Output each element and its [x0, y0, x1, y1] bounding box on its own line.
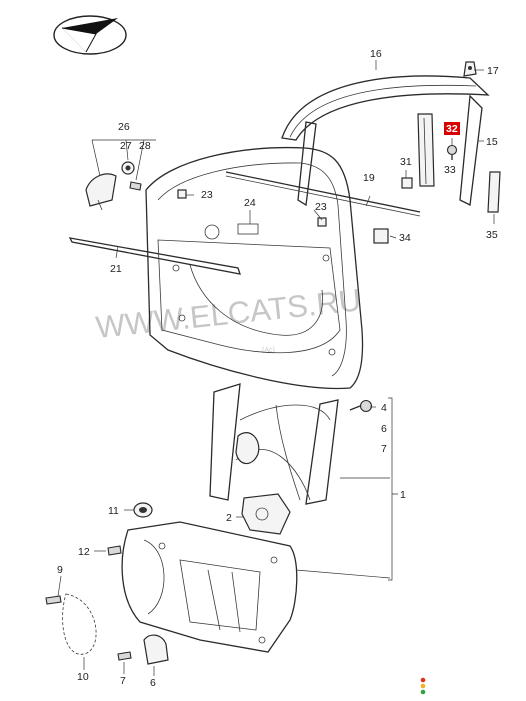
part-6-bracket[interactable]: [143, 634, 169, 665]
callout-9[interactable]: 9: [57, 564, 63, 576]
part-15-window-frame[interactable]: [297, 94, 483, 207]
folded-arrow-emblem-icon: [53, 15, 127, 55]
callout-1[interactable]: 1: [400, 489, 406, 501]
callout-6-right[interactable]: 6: [381, 423, 387, 435]
callout-26[interactable]: 26: [118, 121, 130, 133]
callout-15[interactable]: 15: [486, 136, 498, 148]
door-shell[interactable]: [145, 146, 364, 390]
part-26-mirror-trim[interactable]: [85, 173, 117, 211]
part-21-belt-seal[interactable]: [68, 237, 241, 275]
watermark-sub: (Ac): [262, 347, 275, 354]
traffic-light-green: [420, 689, 426, 695]
part-32-guide-channel[interactable]: [417, 113, 435, 187]
part-19-rail[interactable]: [225, 171, 421, 217]
part-11-grommet[interactable]: [133, 502, 153, 518]
callout-21[interactable]: 21: [110, 263, 122, 275]
part-23-clip-right[interactable]: [317, 217, 327, 227]
traffic-light-indicator: [420, 677, 426, 695]
callout-28[interactable]: 28: [139, 140, 151, 152]
part-34-block[interactable]: [373, 228, 389, 244]
callout-27[interactable]: 27: [120, 140, 132, 152]
callout-31[interactable]: 31: [400, 156, 412, 168]
callout-23-left[interactable]: 23: [201, 189, 213, 201]
part-31-clip[interactable]: [401, 177, 413, 189]
part-7-bolt[interactable]: [117, 651, 132, 661]
part-33-bolt[interactable]: [446, 144, 458, 161]
leader-lines: [57, 60, 495, 676]
callout-32-label: 32: [446, 123, 458, 135]
callout-34[interactable]: 34: [399, 232, 411, 244]
callout-16[interactable]: 16: [370, 48, 382, 60]
part-12-screw[interactable]: [107, 545, 122, 556]
traffic-light-amber: [420, 683, 426, 689]
callout-10[interactable]: 10: [77, 671, 89, 683]
part-10-sealing-membrane[interactable]: [62, 593, 97, 655]
part-23-clip-left[interactable]: [177, 189, 187, 199]
callout-11[interactable]: 11: [108, 505, 119, 517]
callout-12[interactable]: 12: [78, 546, 90, 558]
part-4-bolt[interactable]: [349, 399, 373, 413]
part-1-window-regulator[interactable]: [209, 383, 339, 505]
door-module-carrier[interactable]: [121, 521, 298, 653]
callout-2[interactable]: 2: [226, 512, 232, 524]
callout-33[interactable]: 33: [444, 164, 456, 176]
part-28-screw[interactable]: [129, 181, 142, 191]
callout-7-bottom[interactable]: 7: [120, 675, 126, 687]
callout-labels: 16 17 15 33 31 19 34 35 26 27 28 23 23 2…: [57, 48, 499, 689]
callout-23-right[interactable]: 23: [315, 201, 327, 213]
callout-32-highlighted[interactable]: 32: [444, 122, 460, 135]
callout-24[interactable]: 24: [244, 197, 256, 209]
part-16-frame-moulding[interactable]: [281, 75, 490, 141]
part-9-screw[interactable]: [45, 595, 62, 605]
part-17-screw[interactable]: [463, 61, 477, 77]
callout-19[interactable]: 19: [363, 172, 375, 184]
callout-17[interactable]: 17: [487, 65, 499, 77]
callout-35[interactable]: 35: [486, 229, 498, 241]
callout-6-bottom[interactable]: 6: [150, 677, 156, 689]
traffic-light-red: [420, 677, 426, 683]
part-2-regulator-motor[interactable]: [241, 493, 291, 535]
callout-7-right[interactable]: 7: [381, 443, 387, 455]
callout-4[interactable]: 4: [381, 402, 387, 414]
part-35-seal-strip[interactable]: [487, 171, 501, 213]
part-27-grommet[interactable]: [121, 161, 135, 175]
